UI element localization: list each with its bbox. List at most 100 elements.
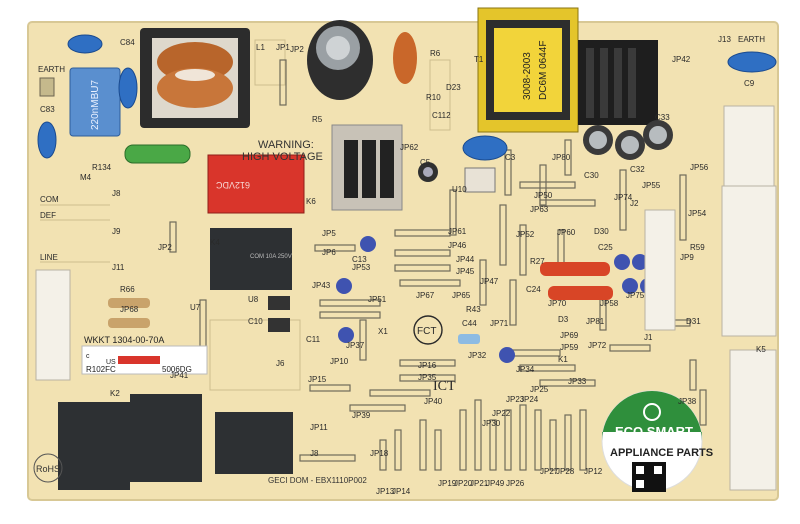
sticker-line2: APPLIANCE PARTS — [610, 447, 713, 459]
refdes-label: JP65 — [452, 291, 471, 300]
refdes-label: JP51 — [368, 295, 387, 304]
refdes-label: JP24 — [520, 395, 539, 404]
refdes-label: D30 — [594, 227, 609, 236]
refdes-label: JP15 — [308, 375, 327, 384]
refdes-label: C32 — [630, 165, 645, 174]
refdes-label: JP80 — [552, 153, 571, 162]
refdes-label: COM — [40, 195, 59, 204]
refdes-label: JP56 — [690, 163, 709, 172]
refdes-label: U7 — [190, 303, 201, 312]
refdes-label: JP41 — [170, 371, 189, 380]
refdes-label: JP35 — [418, 373, 437, 382]
refdes-label: K5 — [756, 345, 766, 354]
refdes-label: JP59 — [560, 343, 579, 352]
refdes-label: J1 — [644, 333, 653, 342]
refdes-label: JP58 — [600, 299, 619, 308]
refdes-label: JP75 — [626, 291, 645, 300]
refdes-label: J8 — [112, 189, 121, 198]
refdes-label: C10 — [248, 317, 263, 326]
refdes-label: JP23 — [506, 395, 525, 404]
blue-ceramic-caps — [37, 34, 777, 161]
refdes-label: JP5 — [322, 229, 336, 238]
refdes-label: JP42 — [672, 55, 691, 64]
refdes-label: JP26 — [506, 479, 525, 488]
refdes-label: JP18 — [370, 449, 389, 458]
sticker-line1: ECO SMART — [615, 424, 693, 439]
resistor-r134 — [124, 144, 191, 164]
refdes-label: JP11 — [310, 423, 328, 432]
varistor — [393, 32, 417, 84]
refdes-label: LINE — [40, 253, 58, 262]
refdes-label: R134 — [92, 163, 112, 172]
refdes-label: R10 — [426, 93, 441, 102]
refdes-label: JP20 — [454, 479, 473, 488]
refdes-label: JP50 — [534, 191, 553, 200]
relay-k6: 612VDC — [207, 154, 305, 214]
refdes-label: JP33 — [568, 377, 587, 386]
refdes-label: C11 — [306, 335, 321, 344]
refdes-label: JP43 — [312, 281, 331, 290]
electrolytic-capacitors-small — [418, 120, 673, 182]
refdes-label: K1 — [558, 355, 568, 364]
refdes-label: C25 — [598, 243, 613, 252]
refdes-label: C33 — [655, 113, 670, 122]
label-sticker: WKKT 1304-00-70A c US R102FC 5006DG — [81, 335, 208, 375]
jumper-pads — [169, 59, 707, 471]
refdes-label: JP6 — [322, 248, 336, 257]
refdes-label: M4 — [80, 173, 92, 182]
earth-terminal-left — [39, 77, 55, 97]
refdes-label: JP40 — [424, 397, 443, 406]
rohs-mark: RoHS — [33, 453, 63, 483]
refdes-label: JP2 — [290, 45, 304, 54]
refdes-label: U10 — [452, 185, 467, 194]
refdes-label: C44 — [462, 319, 477, 328]
transformer-t1: 3008-2003 DC6M 0644F — [477, 7, 579, 133]
refdes-label: JP34 — [516, 365, 535, 374]
refdes-label: JP68 — [120, 305, 139, 314]
warning-line-2: HIGH VOLTAGE — [242, 151, 323, 163]
refdes-label: K2 — [110, 389, 120, 398]
refdes-label: JP61 — [448, 227, 467, 236]
refdes-label: JP21 — [470, 479, 489, 488]
board-bottom-text: GECI DOM - EBX1110P002 — [268, 476, 367, 485]
refdes-label: R66 — [120, 285, 135, 294]
connector-headers — [35, 105, 777, 491]
relay-k6-text: 612VDC — [215, 180, 250, 190]
refdes-label: C13 — [352, 255, 367, 264]
svg-text:RoHS: RoHS — [36, 464, 60, 474]
refdes-label: C84 — [120, 38, 135, 47]
refdes-label: U8 — [248, 295, 259, 304]
refdes-label: JP16 — [418, 361, 437, 370]
refdes-label: C24 — [526, 285, 541, 294]
refdes-label: JP47 — [480, 277, 499, 286]
refdes-label: R6 — [430, 49, 441, 58]
relays-black: COM 10A 250V — [58, 228, 293, 490]
power-transistor — [331, 124, 403, 211]
refdes-label: J6 — [276, 359, 285, 368]
transformer-text-1: 3008-2003 — [522, 52, 533, 100]
refdes-label: T1 — [474, 55, 484, 64]
refdes-label: JP69 — [560, 331, 579, 340]
refdes-label: DEF — [40, 211, 56, 220]
warning-line-1: WARNING: — [258, 139, 314, 151]
refdes-label: JP1 — [276, 43, 290, 52]
refdes-label: JP60 — [557, 228, 576, 237]
transformer-text-2: DC6M 0644F — [538, 41, 549, 100]
refdes-label: K6 — [306, 197, 316, 206]
x-capacitor: 220nMBU7 — [69, 67, 121, 137]
refdes-label: C9 — [744, 79, 755, 88]
inductor-l1 — [140, 28, 250, 128]
refdes-label: EARTH — [738, 35, 765, 44]
refdes-label: R5 — [312, 115, 323, 124]
electrolytic-capacitor-large — [307, 20, 373, 100]
refdes-label: C5 — [420, 158, 431, 167]
refdes-label: J9 — [112, 227, 121, 236]
refdes-label: J13 — [718, 35, 731, 44]
ic-chips — [268, 167, 496, 332]
refdes-label: JP70 — [548, 299, 567, 308]
refdes-label: JP46 — [448, 241, 467, 250]
ict-marker: ICT — [433, 379, 456, 394]
ul-us-text: US — [106, 359, 116, 366]
refdes-label: JP19 — [438, 479, 457, 488]
